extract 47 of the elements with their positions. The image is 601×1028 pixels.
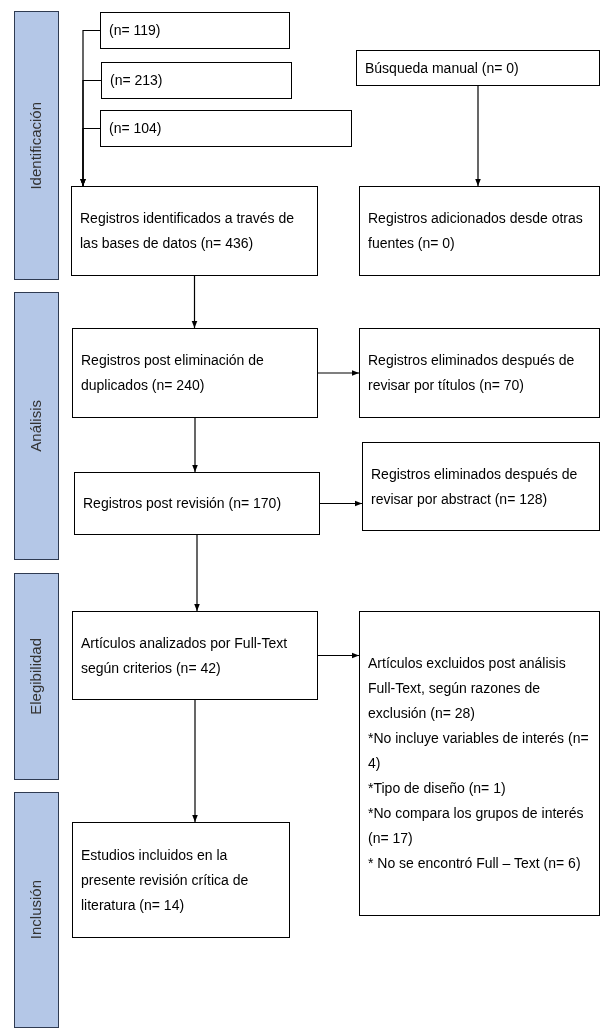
box-text: Artículos analizados por Full-Text según criterios (n= 42) — [81, 633, 289, 678]
arrow — [80, 127, 101, 187]
box-text: Registros post revisión (n= 170) — [83, 494, 283, 513]
exclusion-reason: *Tipo de diseño (n= 1) — [368, 779, 507, 798]
process-box — [71, 186, 318, 276]
box-text: (n= 104) — [109, 119, 163, 138]
arrow — [192, 699, 198, 823]
process-box — [359, 328, 600, 418]
box-text: Estudios incluidos en la presente revisión crítica de literatura (n= 14) — [81, 845, 250, 915]
phase-band — [14, 11, 59, 280]
phase-label: Identificación — [26, 101, 46, 190]
process-box — [359, 186, 600, 276]
phase-label: Análisis — [26, 400, 46, 452]
arrow — [319, 500, 363, 507]
box-text: Búsqueda manual (n= 0) — [365, 58, 520, 78]
arrow — [475, 85, 481, 187]
arrow — [317, 370, 360, 376]
box-text: Artículos excluidos post análisis Full-Text, según razones de exclusión (n= 28) — [368, 654, 567, 723]
box-text: Registros eliminados después de revisar por títulos (n= 70) — [368, 351, 576, 395]
process-box — [100, 12, 290, 49]
arrow — [191, 275, 198, 329]
box-text: Registros post eliminación de duplicados (n= 240) — [81, 351, 265, 395]
box-text: (n= 213) — [110, 71, 164, 90]
phase-band — [14, 573, 59, 780]
process-box — [101, 62, 292, 99]
exclusion-reason: *No compara los grupos de interés (n= 17) — [368, 804, 585, 848]
exclusion-reason: *No incluye variables de interés (n= 4) — [368, 729, 590, 773]
arrow — [194, 534, 200, 612]
process-box — [100, 110, 352, 147]
exclusion-reason: * No se encontró Full – Text (n= 6) — [368, 854, 582, 873]
box-text: Registros identificados a través de las bases de datos (n= 436) — [80, 209, 295, 253]
process-box — [359, 611, 600, 916]
process-box — [356, 50, 600, 86]
phase-label: Elegibilidad — [26, 638, 46, 715]
process-box — [362, 442, 600, 531]
process-box — [72, 328, 318, 418]
phase-band — [14, 292, 59, 560]
arrow — [192, 417, 198, 473]
process-box — [72, 611, 318, 700]
arrow — [317, 652, 360, 659]
box-text: Registros adicionados desde otras fuentes (n= 0) — [368, 209, 584, 253]
box-text: (n= 119) — [109, 21, 162, 40]
phase-label: Inclusión — [26, 880, 46, 940]
box-text: Registros eliminados después de revisar por abstract (n= 128) — [371, 464, 579, 509]
process-box — [74, 472, 320, 535]
phase-band — [14, 792, 59, 1028]
process-box — [72, 822, 290, 938]
